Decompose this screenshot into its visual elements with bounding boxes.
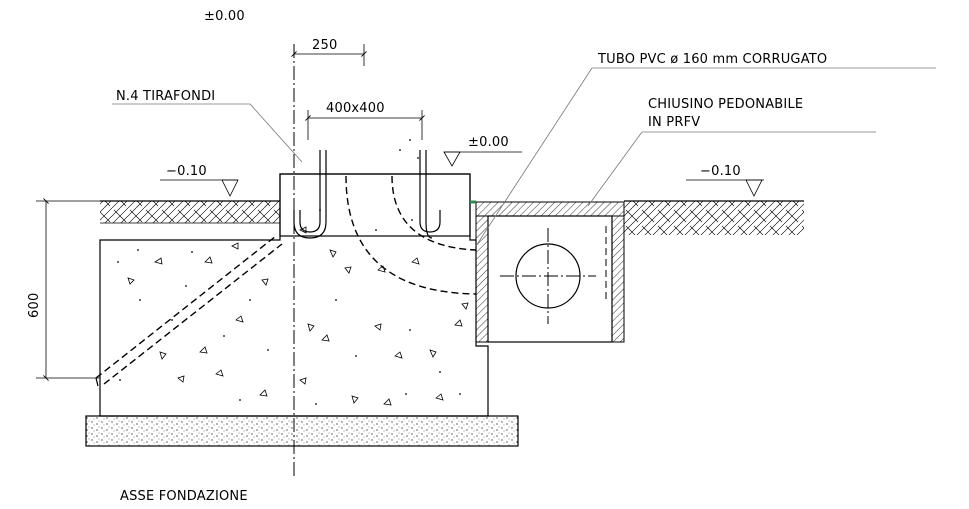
dimension-250: 250: [291, 38, 367, 66]
tirafondi-label: N.4 TIRAFONDI: [116, 89, 215, 104]
dim-250-label: 250: [312, 38, 337, 53]
level-plinth-label: ±0.00: [468, 135, 509, 150]
inspection-pit: [470, 200, 625, 343]
ground-soil-left: [100, 200, 280, 224]
level-plinth: ±0.00: [443, 135, 522, 167]
dim-400-label: 400x400: [326, 101, 385, 116]
level-left-label: −0.10: [166, 164, 207, 179]
level-right: −0.10: [686, 164, 764, 197]
dimension-600: 600: [27, 198, 100, 381]
tubo-label: TUBO PVC ø 160 mm CORRUGATO: [597, 52, 827, 67]
dimension-400x400: 400x400: [305, 101, 425, 140]
chiusino-label-line1: CHIUSINO PEDONABILE: [648, 97, 803, 112]
pvc-pipe-curved: [345, 175, 477, 295]
asse-fondazione-label: ASSE FONDAZIONE: [120, 489, 248, 504]
level-right-label: −0.10: [700, 164, 741, 179]
inclined-conduit: [95, 235, 283, 387]
anchor-bolts: [293, 150, 441, 239]
leaders: [112, 67, 936, 247]
chiusino-label-line2: IN PRFV: [648, 115, 700, 130]
dim-600-label: 600: [27, 293, 42, 318]
gravel-bedding: [85, 415, 519, 447]
ground-soil-right: [624, 200, 804, 235]
top-level-label: ±0.00: [204, 9, 245, 24]
level-left: −0.10: [160, 164, 239, 197]
